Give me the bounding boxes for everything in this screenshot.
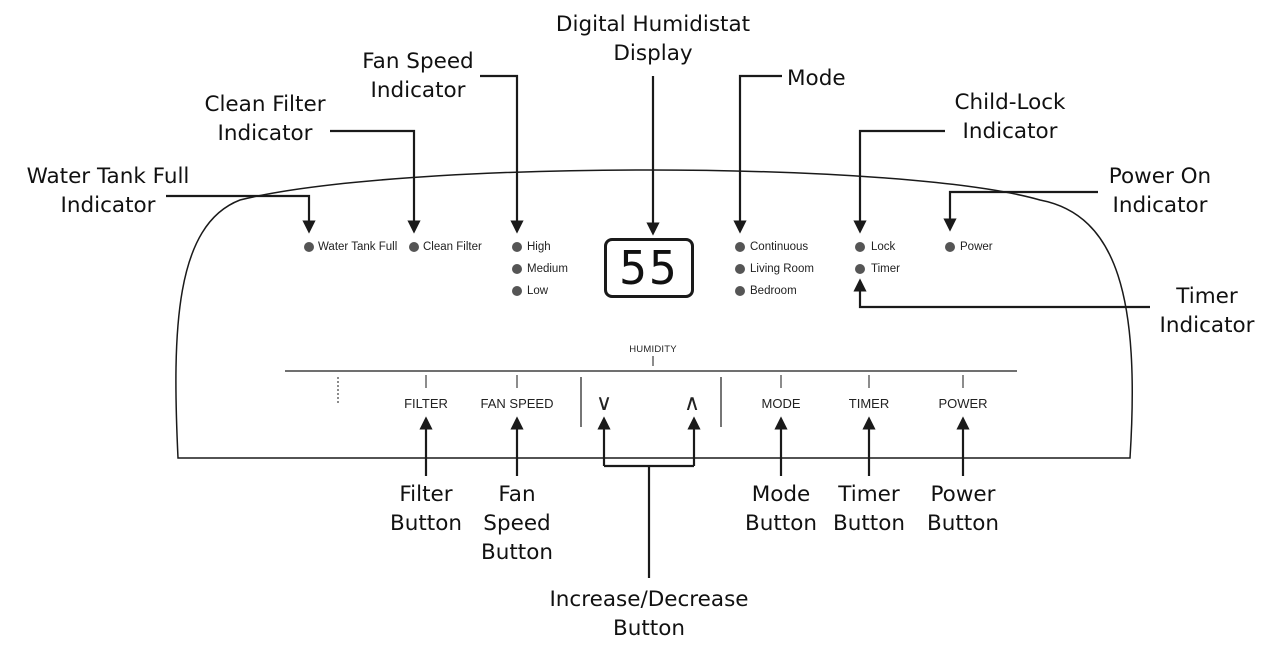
mode-bedroom-led bbox=[735, 286, 745, 296]
clean-filter-leader bbox=[330, 129, 421, 234]
timer-ind-leader bbox=[853, 278, 1150, 309]
clean-filter-led bbox=[409, 242, 419, 252]
decrease-button[interactable]: ∨ bbox=[595, 391, 613, 416]
fan-medium-led bbox=[512, 264, 522, 274]
humidity-label: HUMIDITY bbox=[629, 344, 677, 355]
fan-medium-label: Medium bbox=[527, 263, 568, 275]
increase-button[interactable]: ∧ bbox=[683, 391, 701, 416]
power-button[interactable]: POWER bbox=[938, 396, 988, 411]
humidistat-display: 55 bbox=[604, 238, 694, 298]
power-led bbox=[945, 242, 955, 252]
filter-button[interactable]: FILTER bbox=[404, 396, 448, 411]
fan-speed-button[interactable]: FAN SPEED bbox=[480, 396, 554, 411]
clean-filter-label: Clean Filter bbox=[423, 241, 482, 253]
humidity-readout: 55 bbox=[619, 241, 679, 295]
fan-speed-leader bbox=[480, 74, 524, 234]
power-label: Power bbox=[960, 241, 993, 253]
mode-button[interactable]: MODE bbox=[761, 396, 801, 411]
lock-label: Lock bbox=[871, 241, 896, 253]
mode-living-room-label: Living Room bbox=[750, 263, 814, 275]
fan-low-label: Low bbox=[527, 285, 549, 297]
timer-label: Timer bbox=[871, 263, 900, 275]
water-tank-label: Water Tank Full bbox=[318, 241, 398, 253]
mode-bedroom-label: Bedroom bbox=[750, 285, 797, 297]
fan-high-label: High bbox=[527, 241, 551, 253]
timer-led bbox=[855, 264, 865, 274]
child-lock-leader bbox=[853, 129, 945, 234]
water-tank-leader bbox=[166, 194, 316, 234]
mode-living-room-led bbox=[735, 264, 745, 274]
mode-callout: Mode bbox=[787, 66, 846, 91]
power-on-leader bbox=[943, 190, 1098, 232]
fan-high-led bbox=[512, 242, 522, 252]
panel-outline bbox=[175, 169, 1133, 459]
water-tank-led bbox=[304, 242, 314, 252]
mode-leader bbox=[733, 74, 782, 234]
mode-continuous-led bbox=[735, 242, 745, 252]
mode-continuous-label: Continuous bbox=[750, 241, 809, 253]
lock-led bbox=[855, 242, 865, 252]
timer-button[interactable]: TIMER bbox=[848, 396, 890, 411]
fan-low-led bbox=[512, 286, 522, 296]
